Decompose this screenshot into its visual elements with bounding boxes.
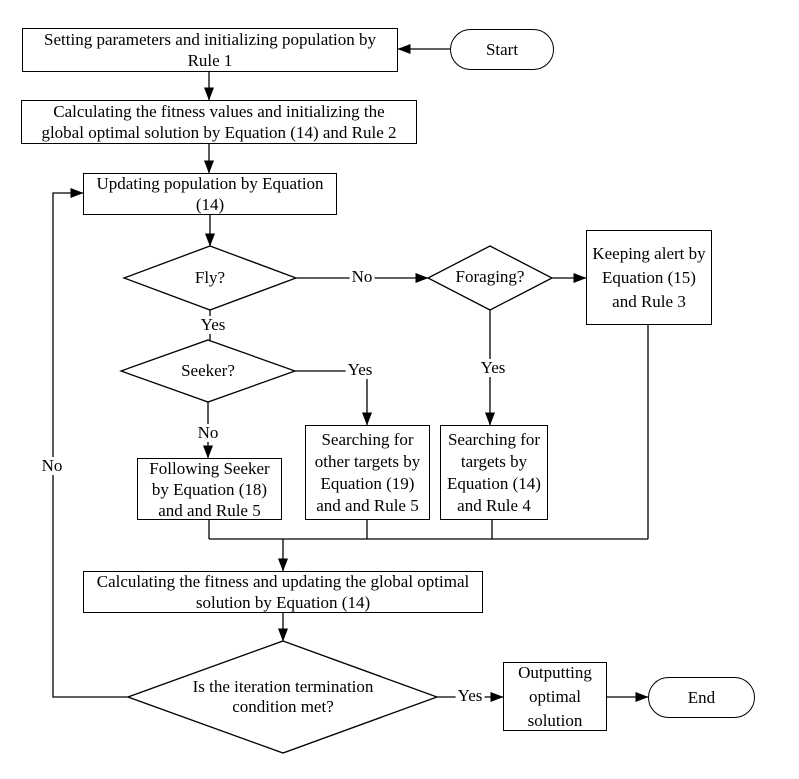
node-search-targets: Searching for targets by Equation (14) a…	[440, 425, 548, 520]
node-end: End	[648, 677, 755, 718]
node-following-seeker: Following Seeker by Equation (18) and an…	[137, 458, 282, 520]
node-output: Outputting optimal solution	[503, 662, 607, 731]
node-following-seeker-label: Following Seeker by Equation (18) and an…	[149, 458, 270, 520]
node-keeping-alert: Keeping alert by Equation (15) and Rule …	[586, 230, 712, 325]
edge-label-fly-yes: Yes	[198, 315, 228, 334]
edge-label-foraging-yes: Yes	[478, 358, 508, 377]
node-update-population: Updating population by Equation (14)	[83, 173, 337, 215]
node-search-other-label: Searching for other targets by Equation …	[314, 429, 421, 515]
edge-label-termination-yes: Yes	[455, 686, 485, 705]
node-end-label: End	[687, 688, 716, 707]
node-output-label: Outputting optimal solution	[518, 662, 592, 730]
node-init-fitness-label: Calculating the fitness values and initi…	[41, 102, 397, 142]
node-init-population: Setting parameters and initializing popu…	[22, 28, 398, 72]
node-foraging-shape	[426, 245, 554, 311]
edge-label-seeker-yes: Yes	[345, 360, 375, 379]
node-termination-label: Is the iteration termination condition m…	[192, 677, 374, 716]
node-update-population-label: Updating population by Equation (14)	[96, 174, 324, 214]
node-start-label: Start	[485, 40, 519, 59]
edge-seeker-yes-to-search-other	[295, 370, 372, 426]
node-update-fitness-label: Calculating the fitness and updating the…	[96, 572, 470, 612]
node-search-targets-label: Searching for targets by Equation (14) a…	[447, 429, 541, 515]
node-seeker-shape	[119, 339, 297, 403]
node-seeker-label: Seeker?	[181, 361, 235, 380]
node-termination-shape	[126, 640, 439, 754]
edge-label-fly-no: No	[349, 267, 375, 286]
edge-label-seeker-no: No	[195, 423, 221, 442]
node-init-fitness: Calculating the fitness values and initi…	[21, 100, 417, 144]
node-start: Start	[450, 29, 554, 70]
node-update-fitness: Calculating the fitness and updating the…	[83, 571, 483, 613]
node-fly-label: Fly?	[194, 268, 226, 287]
node-keeping-alert-label: Keeping alert by Equation (15) and Rule …	[592, 243, 706, 311]
node-init-population-label: Setting parameters and initializing popu…	[44, 30, 376, 70]
node-search-other: Searching for other targets by Equation …	[305, 425, 430, 520]
node-fly-shape	[122, 245, 298, 311]
edge-termination-no-loop	[52, 188, 128, 698]
node-foraging-label: Foraging?	[455, 267, 525, 286]
edge-label-termination-no: No	[39, 456, 65, 475]
